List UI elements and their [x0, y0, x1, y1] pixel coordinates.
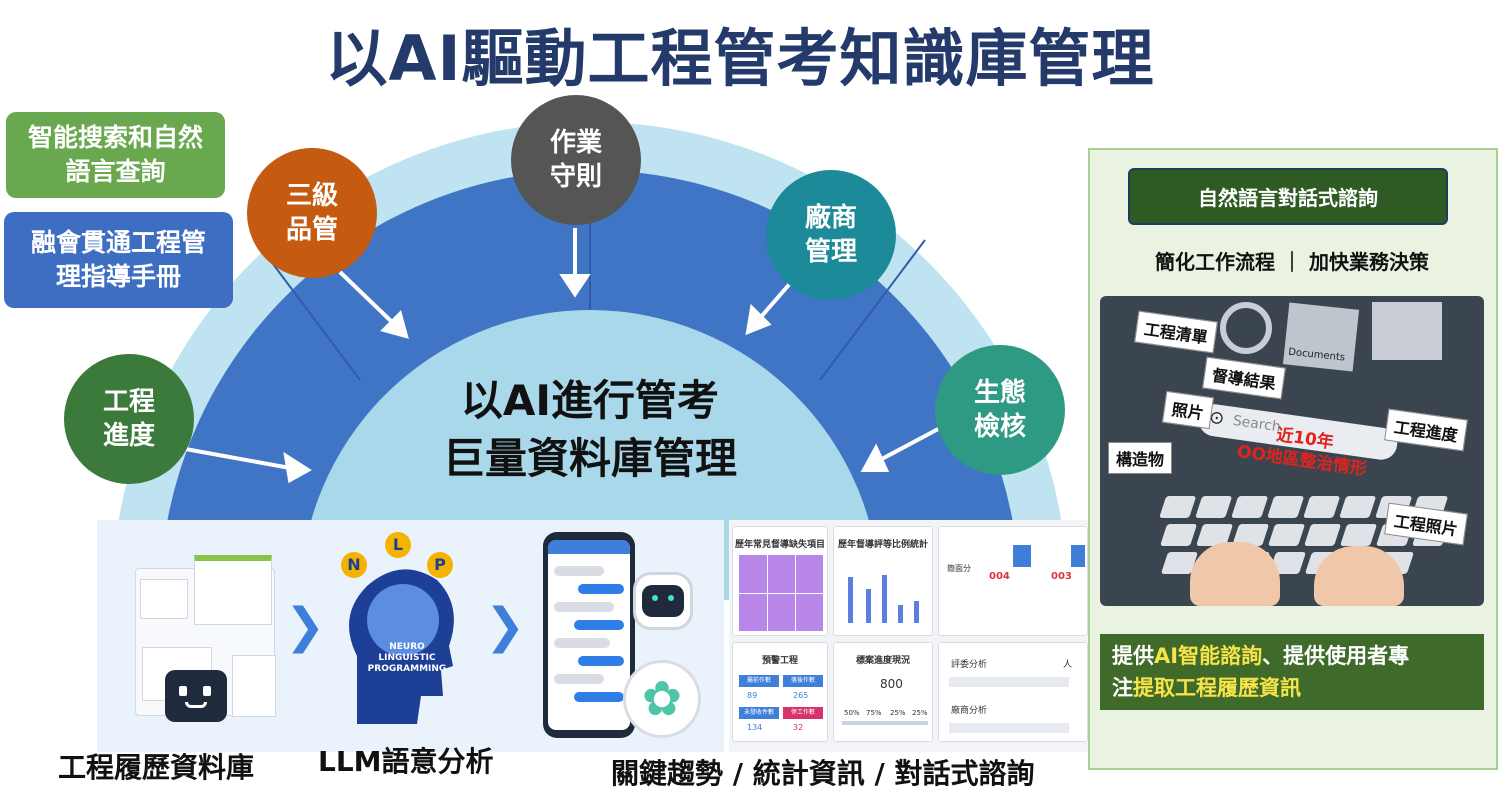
label-checklist: 工程清單	[1134, 310, 1218, 354]
warning-cell-1: 屬前作數	[739, 675, 779, 687]
target-icon	[1220, 302, 1272, 354]
tag-guidebook: 融會貫通工程管 理指導手冊	[4, 212, 233, 308]
panel-counters: 簡面分 004 003	[938, 526, 1088, 636]
hands-image	[1314, 546, 1404, 606]
warning-value-2: 265	[793, 691, 809, 700]
chart-icon	[1372, 302, 1442, 360]
center-text: 以AI進行管考 巨量資料庫管理	[442, 376, 737, 483]
tender-pct-3: 25%	[890, 709, 906, 717]
label-inspection-results: 督導結果	[1202, 356, 1286, 400]
summary-text: 提供	[1112, 644, 1154, 668]
circle-vendor-management: 廠商 管理	[766, 170, 896, 300]
warning-cell-2: 落後作數	[783, 675, 823, 687]
warning-value-1: 89	[747, 691, 758, 700]
tender-pct-2: 75%	[866, 709, 882, 717]
panel-rating-stats-title: 歷年督導評等比例統計	[837, 540, 928, 550]
panel-rating-stats: 歷年督導評等比例統計	[833, 526, 933, 636]
analysis-link-1: 評委分析	[951, 660, 988, 670]
robot-icon	[633, 572, 693, 630]
label-structures: 構造物	[1108, 442, 1173, 474]
dashboard-thumbnail: 歷年常見督導缺失項目 歷年督導評等比例統計 簡面分 004 003 預警工程 屬…	[729, 520, 1089, 752]
summary-line-2: 注提取工程履歷資訊	[1112, 672, 1472, 704]
phone-chat-image	[543, 532, 635, 738]
nlp-brain-icon: N L P NEURO LINGUISTIC PROGRAMMING	[337, 532, 465, 724]
nlp-head-svg	[349, 569, 454, 724]
summary-highlight: AI智能諮詢	[1154, 644, 1263, 668]
tender-count: 800	[880, 677, 903, 691]
nlp-brain-text: NEURO LINGUISTIC PROGRAMMING	[367, 642, 447, 674]
warning-value-3: 134	[747, 723, 763, 732]
circle-engineering-progress: 工程 進度	[64, 354, 194, 484]
counter-value-1: 004	[989, 571, 1010, 582]
analysis-link-3: 人	[1063, 660, 1073, 670]
summary-line-1: 提供AI智能諮詢、提供使用者專	[1112, 640, 1472, 672]
chevron-right-icon: ❯	[285, 598, 326, 654]
nlp-letter-l: L	[385, 532, 411, 558]
keyboard-search-photo: Documents ⊙ Search 近10年 OO地區整治情形 工程清單 督導…	[1100, 296, 1484, 606]
nlp-letter-n: N	[341, 552, 367, 578]
summary-highlight: 提取工程履歷資訊	[1133, 676, 1301, 700]
page-title: 以AI驅動工程管考知識庫管理	[325, 22, 1155, 95]
panel-tender-progress-title: 標案進度現況	[855, 656, 910, 666]
circle-eco-check: 生態 檢核	[935, 345, 1065, 475]
counter-value-2: 003	[1051, 571, 1072, 582]
label-photos: 照片	[1162, 390, 1215, 430]
panel5-label: 簡面分	[947, 564, 971, 573]
chevron-right-icon: ❯	[485, 598, 526, 654]
chatbot-icon	[165, 670, 227, 722]
documents-label: Documents	[1287, 346, 1346, 364]
panel-analysis-links: 評委分析 廠商分析 人	[938, 642, 1088, 742]
panel-tender-progress: 標案進度現況 800 50% 75% 25% 25%	[833, 642, 933, 742]
hands-image	[1190, 542, 1280, 606]
right-panel-summary: 提供AI智能諮詢、提供使用者專 注提取工程履歷資訊	[1100, 634, 1484, 710]
circle-work-rules: 作業 守則	[511, 95, 641, 225]
panel-common-defects: 歷年常見督導缺失項目	[732, 526, 828, 636]
right-panel-subtitle: 簡化工作流程 ｜ 加快業務決策	[1155, 250, 1429, 274]
warning-cell-4: 停工作數	[783, 707, 823, 719]
tag-smart-search: 智能搜索和自然 語言查詢	[6, 112, 225, 198]
caption-project-database: 工程履歷資料庫	[58, 751, 255, 784]
caption-trends: 關鍵趨勢 / 統計資訊 / 對話式諮詢	[611, 757, 1035, 790]
tag-smart-search-label: 智能搜索和自然 語言查詢	[27, 123, 203, 186]
warning-cell-3: 未發收件數	[739, 707, 779, 719]
analysis-link-2: 廠商分析	[951, 706, 988, 716]
tag-guidebook-label: 融會貫通工程管 理指導手冊	[30, 228, 206, 291]
summary-text: 注	[1112, 676, 1133, 700]
warning-value-4: 32	[793, 723, 804, 732]
keyboard	[1121, 486, 1484, 606]
caption-llm-analysis: LLM語意分析	[318, 745, 494, 778]
circle-three-level-qc: 三級 品管	[247, 148, 377, 278]
panel-warning-projects: 預警工程 屬前作數 落後作數 89 265 未發收件數 停工作數 134 32	[732, 642, 828, 742]
summary-text: 、提供使用者專	[1262, 644, 1410, 668]
openai-logo-icon: ✿	[623, 660, 701, 738]
workflow-strip: ❯ N L P NEURO LINGUISTIC PROGRAMMING ❯	[97, 520, 724, 752]
panel-warning-projects-title: 預警工程	[761, 656, 798, 666]
right-panel-header: 自然語言對話式諮詢	[1128, 168, 1448, 225]
nlp-letter-p: P	[427, 552, 453, 578]
documents-icon: Documents	[1282, 302, 1360, 372]
tender-pct-1: 50%	[844, 709, 860, 717]
panel-common-defects-title: 歷年常見督導缺失項目	[734, 540, 825, 550]
tender-pct-4: 25%	[912, 709, 928, 717]
